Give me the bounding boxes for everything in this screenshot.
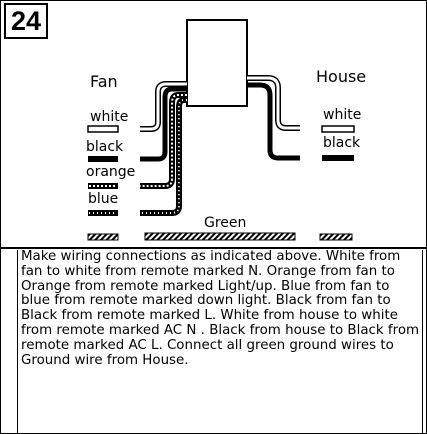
fan-white-label: white <box>90 109 129 125</box>
fan-orange-wire <box>140 92 187 189</box>
section-divider <box>0 247 427 249</box>
instructions-text: Make wiring connections as indicated abo… <box>17 249 423 434</box>
fan-green-stub <box>87 233 119 241</box>
fan-orange-label: orange <box>86 164 136 180</box>
remote-box <box>186 19 248 107</box>
house-black-label: black <box>323 135 361 151</box>
fan-white-stub <box>87 125 119 133</box>
house-white-wire <box>247 75 300 131</box>
green-ground-wire <box>144 232 296 241</box>
fan-black-wire <box>140 86 187 162</box>
fan-blue-wire <box>140 97 187 216</box>
house-white-label: white <box>323 107 362 123</box>
fan-label: Fan <box>90 72 118 91</box>
wiring-diagram <box>87 19 355 241</box>
fan-orange-stub <box>88 183 118 189</box>
fan-black-label: black <box>86 139 124 155</box>
house-green-stub <box>319 233 353 241</box>
house-black-stub <box>322 155 354 161</box>
house-black-wire <box>247 82 300 161</box>
fan-white-wire <box>140 81 187 132</box>
green-label: Green <box>204 215 247 231</box>
house-label: House <box>316 67 367 86</box>
fan-black-stub <box>88 156 118 162</box>
fan-blue-label: blue <box>88 191 119 207</box>
house-white-stub <box>321 125 355 133</box>
step-number: 24 <box>4 3 48 39</box>
fan-blue-stub <box>88 210 118 216</box>
